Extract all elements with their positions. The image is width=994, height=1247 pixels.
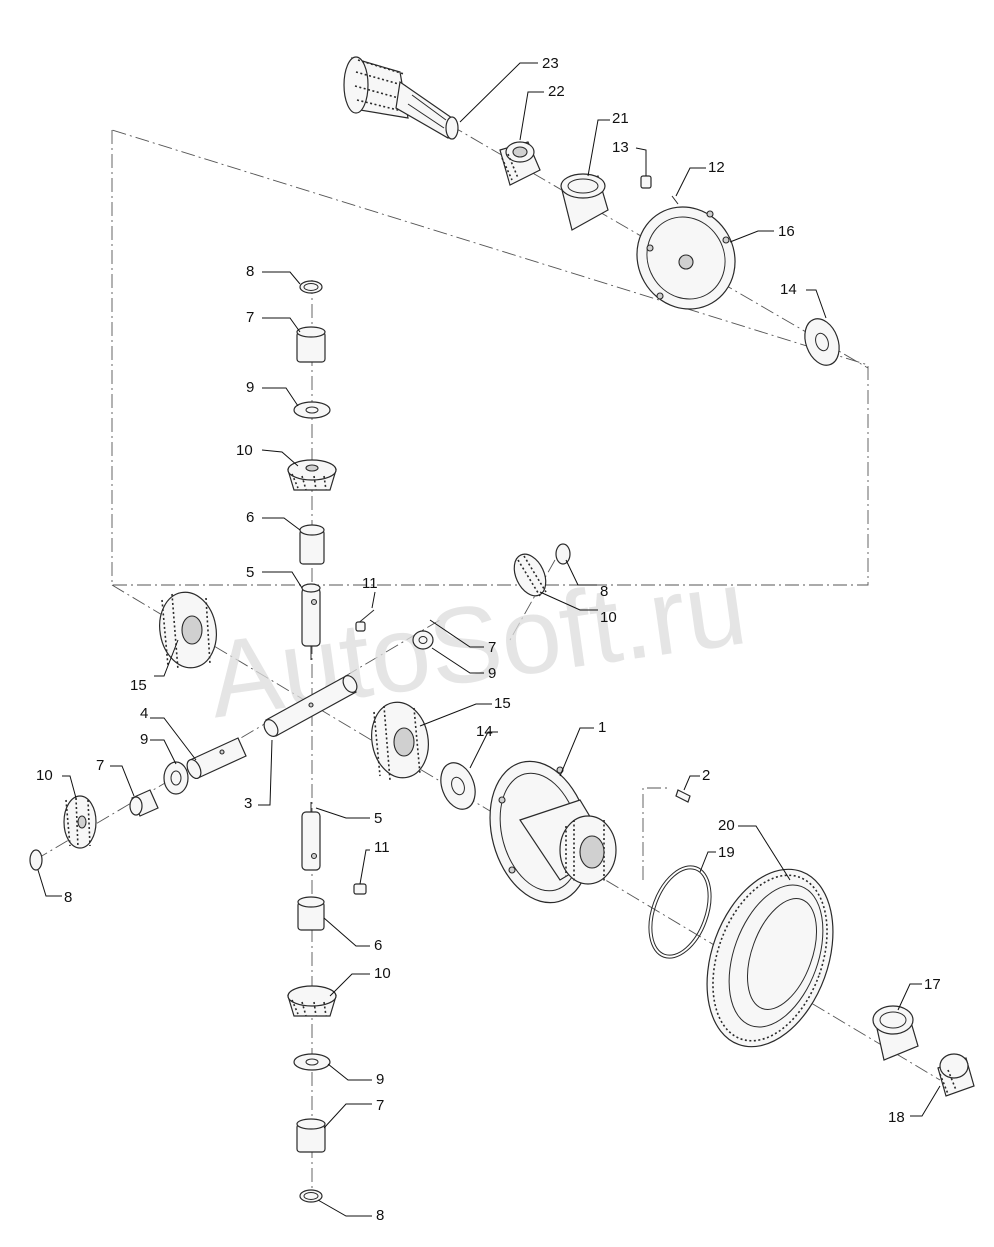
snap-ring-top bbox=[299, 280, 323, 294]
callout-19: 19 bbox=[718, 844, 735, 861]
washer-top bbox=[293, 401, 331, 419]
snap-ring-right bbox=[555, 543, 571, 565]
side-gear-right bbox=[371, 701, 429, 781]
pinion-bushing-6-top bbox=[299, 524, 325, 565]
snap-ring-bottom bbox=[299, 1189, 323, 1203]
callout-15-left: 15 bbox=[130, 677, 147, 694]
callout-9-top: 9 bbox=[246, 379, 254, 396]
callout-8-right: 8 bbox=[600, 583, 608, 600]
callout-9-bottom: 9 bbox=[376, 1071, 384, 1088]
callout-4: 4 bbox=[140, 705, 148, 722]
callout-16: 16 bbox=[778, 223, 795, 240]
callout-5-bottom: 5 bbox=[374, 810, 382, 827]
callout-13: 13 bbox=[612, 139, 629, 156]
callout-6-top: 6 bbox=[246, 509, 254, 526]
callout-8-top: 8 bbox=[246, 263, 254, 280]
callout-21: 21 bbox=[612, 110, 629, 127]
callout-22: 22 bbox=[548, 83, 565, 100]
callout-7-bottom: 7 bbox=[376, 1097, 384, 1114]
thrust-washer-upper bbox=[804, 318, 840, 366]
screw-11-top bbox=[355, 609, 375, 632]
o-ring bbox=[648, 865, 712, 959]
callout-10-left: 10 bbox=[36, 767, 53, 784]
callout-18: 18 bbox=[888, 1109, 905, 1126]
callout-labels: 23 22 21 13 12 16 14 8 7 9 10 6 5 11 8 1… bbox=[36, 55, 941, 1224]
bearing-cone-lower bbox=[937, 1053, 975, 1097]
washer-right bbox=[412, 630, 434, 650]
thrust-washer-lower bbox=[440, 762, 476, 810]
callout-11-top: 11 bbox=[362, 575, 378, 592]
differential-case bbox=[489, 760, 617, 904]
callout-15-right: 15 bbox=[494, 695, 511, 712]
short-shaft-4 bbox=[186, 737, 247, 780]
bushing-left bbox=[129, 789, 159, 817]
spider-gear-bottom bbox=[287, 985, 337, 1017]
screw-11-bottom bbox=[353, 883, 367, 895]
callout-10-right: 10 bbox=[600, 609, 617, 626]
callout-23: 23 bbox=[542, 55, 559, 72]
callout-2: 2 bbox=[702, 767, 710, 784]
callout-3: 3 bbox=[244, 795, 252, 812]
callout-8-bottom: 8 bbox=[376, 1207, 384, 1224]
callout-11-bottom: 11 bbox=[374, 839, 390, 856]
side-gear-left bbox=[159, 591, 217, 671]
snap-ring-left bbox=[29, 849, 43, 871]
flange-cover bbox=[636, 206, 736, 310]
cross-pin-5-top bbox=[301, 583, 321, 660]
callout-7-left: 7 bbox=[96, 757, 104, 774]
screw-13 bbox=[640, 175, 652, 189]
ring-gear bbox=[706, 868, 834, 1048]
callout-20: 20 bbox=[718, 817, 735, 834]
washer-bottom bbox=[293, 1053, 331, 1071]
dowel-pin-2 bbox=[675, 789, 691, 803]
bearing-cup-upper bbox=[560, 173, 609, 231]
spider-gear-right bbox=[513, 553, 547, 597]
pin-12 bbox=[671, 195, 679, 205]
callout-5-top: 5 bbox=[246, 564, 254, 581]
callout-9-right: 9 bbox=[488, 665, 496, 682]
bushing-bottom bbox=[296, 1118, 326, 1153]
callout-12: 12 bbox=[708, 159, 725, 176]
pinion-bushing-6-bottom bbox=[297, 896, 325, 931]
washer-left bbox=[163, 761, 189, 795]
bushing-top bbox=[296, 326, 326, 363]
callout-7-top: 7 bbox=[246, 309, 254, 326]
callout-10-top: 10 bbox=[236, 442, 253, 459]
pinion-shaft bbox=[343, 56, 459, 140]
cross-pin-5-bottom bbox=[301, 802, 321, 871]
callout-17: 17 bbox=[924, 976, 941, 993]
callout-8-left: 8 bbox=[64, 889, 72, 906]
cross-shaft-3 bbox=[263, 675, 358, 737]
spider-gear-top bbox=[287, 459, 337, 491]
callout-7-right: 7 bbox=[488, 639, 496, 656]
callout-14-lower: 14 bbox=[476, 723, 493, 740]
callout-14-upper: 14 bbox=[780, 281, 797, 298]
pinion-bearing bbox=[499, 141, 541, 186]
leader-lines bbox=[37, 62, 941, 1217]
bearing-cup-lower bbox=[872, 1005, 919, 1061]
callout-10-bottom: 10 bbox=[374, 965, 391, 982]
callout-6-bottom: 6 bbox=[374, 937, 382, 954]
spider-gear-left bbox=[63, 795, 97, 849]
callout-1: 1 bbox=[598, 719, 606, 736]
callout-9-left: 9 bbox=[140, 731, 148, 748]
